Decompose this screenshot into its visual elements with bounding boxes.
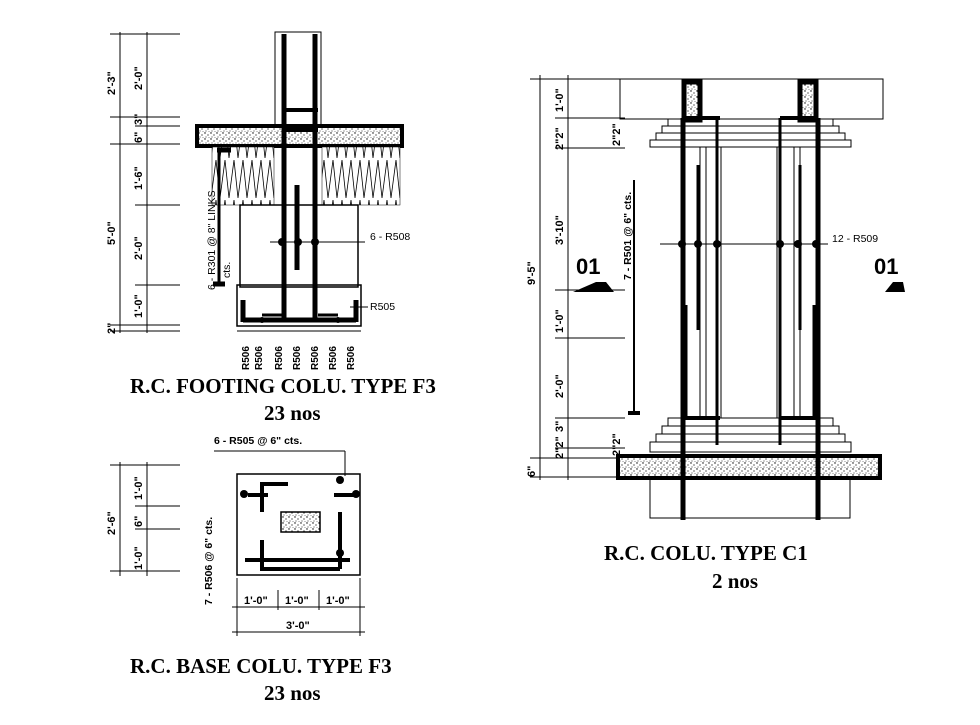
dim-col-3in: 3" — [554, 421, 566, 432]
dim-1-0: 1'-0" — [133, 294, 145, 318]
column-bar-label: 12 - R509 — [832, 233, 878, 245]
dim-2-0-mid: 2'-0" — [133, 236, 145, 260]
bottom-bar-label: R506 — [346, 346, 357, 370]
beam-rebar-left — [681, 79, 703, 123]
bottom-bar-label: R506 — [274, 346, 285, 370]
footing-block — [236, 284, 362, 327]
dim-1-6: 1'-6" — [133, 166, 145, 190]
section-label-left: 01 — [576, 254, 600, 279]
bar-label-r505: R505 — [370, 301, 395, 313]
column-dimensions: 9'-5" 6" 1'-0" 2"2" 3'-10" 1'-0" 2'-0" 2… — [526, 75, 625, 480]
base-outline — [236, 473, 361, 576]
dim-col-2-2-bot: 2"2" — [554, 436, 566, 459]
top-beam — [619, 78, 884, 120]
column-right — [776, 146, 818, 419]
beam-rebar-right — [797, 79, 819, 123]
dim-base-6in: 6" — [133, 516, 145, 527]
base-f3-title: R.C. BASE COLU. TYPE F3 — [130, 654, 392, 678]
bottom-bar-labels: R506 R506 R506 R506 R506 R506 R506 — [241, 346, 357, 370]
bottom-bar-label: R506 — [241, 346, 252, 370]
section-label-right: 01 — [874, 254, 898, 279]
footing-f3-qty: 23 nos — [264, 401, 321, 425]
dim-2in: 2" — [106, 323, 118, 334]
column-links-label: 7 - R501 @ 6" cts. — [622, 192, 634, 280]
dim-col-6in: 6" — [526, 466, 538, 477]
base-rebars — [240, 476, 360, 571]
base-side-label: 7 - R506 @ 6" cts. — [203, 517, 215, 605]
dim-total-3-0: 3'-0" — [286, 620, 310, 632]
dim-2-3: 2'-3" — [106, 71, 118, 95]
base-dimensions: 2'-6" 1'-0" 6" 1'-0" — [106, 462, 180, 576]
dim-5-0: 5'-0" — [106, 221, 118, 245]
footing-f3-dimensions: 2'-3" 5'-0" 2" 2'-0" 3" 6" 1'-6" 2'-0" 1… — [106, 32, 180, 334]
column-footing — [649, 477, 851, 519]
footing-f3-detail: 2'-3" 5'-0" 2" 2'-0" 3" 6" 1'-6" 2'-0" 1… — [106, 31, 436, 425]
column-left — [682, 146, 722, 419]
footing-rebars — [213, 34, 368, 323]
dim-col-3-10: 3'-10" — [554, 215, 566, 245]
bar-label-6-r508: 6 - R508 — [370, 231, 410, 243]
bottom-bar-label: R506 — [328, 346, 339, 370]
dim-6in: 6" — [133, 132, 145, 143]
dim-bottom-2: 1'-0" — [285, 595, 309, 607]
dim-col-2-2-top: 2"2" — [554, 127, 566, 150]
dim-bottom-1: 1'-0" — [244, 595, 268, 607]
dim-col-1-0-top: 1'-0" — [554, 88, 566, 112]
bottom-steps — [649, 417, 852, 453]
dim-col-1-0-mid: 1'-0" — [554, 309, 566, 333]
dim-2-6: 2'-6" — [106, 511, 118, 535]
column-rebars — [628, 116, 828, 520]
dim-right-2-2-bot: 2"2" — [611, 433, 623, 456]
dim-base-1-0-bot: 1'-0" — [133, 546, 145, 570]
base-f3-detail: 6 - R505 @ 6" cts. 2'-6" 1'-0" 6" 1'-0" — [106, 435, 392, 705]
dim-base-1-0-top: 1'-0" — [133, 476, 145, 500]
column-plinth-slab — [616, 454, 882, 480]
plinth-slab — [195, 124, 404, 148]
links-cts: cts. — [221, 262, 233, 278]
dim-3in: 3" — [133, 114, 145, 125]
base-f3-qty: 23 nos — [264, 681, 321, 705]
column-c1-detail: 9'-5" 6" 1'-0" 2"2" 3'-10" 1'-0" 2'-0" 2… — [526, 75, 905, 593]
dim-2-0-top: 2'-0" — [133, 66, 145, 90]
base-column — [280, 511, 321, 533]
dim-bottom-3: 1'-0" — [326, 595, 350, 607]
dim-col-2-0: 2'-0" — [554, 374, 566, 398]
top-steps — [649, 118, 852, 148]
links-label: 6 - R301 @ 8" LINKS — [206, 190, 218, 290]
dim-right-2-2-top: 2"2" — [611, 123, 623, 146]
section-marker-right: 01 — [846, 254, 905, 292]
dim-9-5: 9'-5" — [526, 261, 538, 285]
soil-fill-right — [321, 146, 401, 206]
soil-fill-left — [211, 146, 275, 206]
column-c1-qty: 2 nos — [712, 569, 758, 593]
bottom-bar-label: R506 — [310, 346, 321, 370]
column-c1-title: R.C. COLU. TYPE C1 — [604, 541, 808, 565]
section-marker-left: 01 — [573, 254, 614, 292]
base-top-label: 6 - R505 @ 6" cts. — [214, 435, 302, 447]
footing-f3-title: R.C. FOOTING COLU. TYPE F3 — [130, 374, 436, 398]
base-bottom-dims: 1'-0" 1'-0" 1'-0" 3'-0" — [232, 578, 365, 636]
bottom-bar-label: R506 — [292, 346, 303, 370]
bottom-bar-label: R506 — [254, 346, 265, 370]
